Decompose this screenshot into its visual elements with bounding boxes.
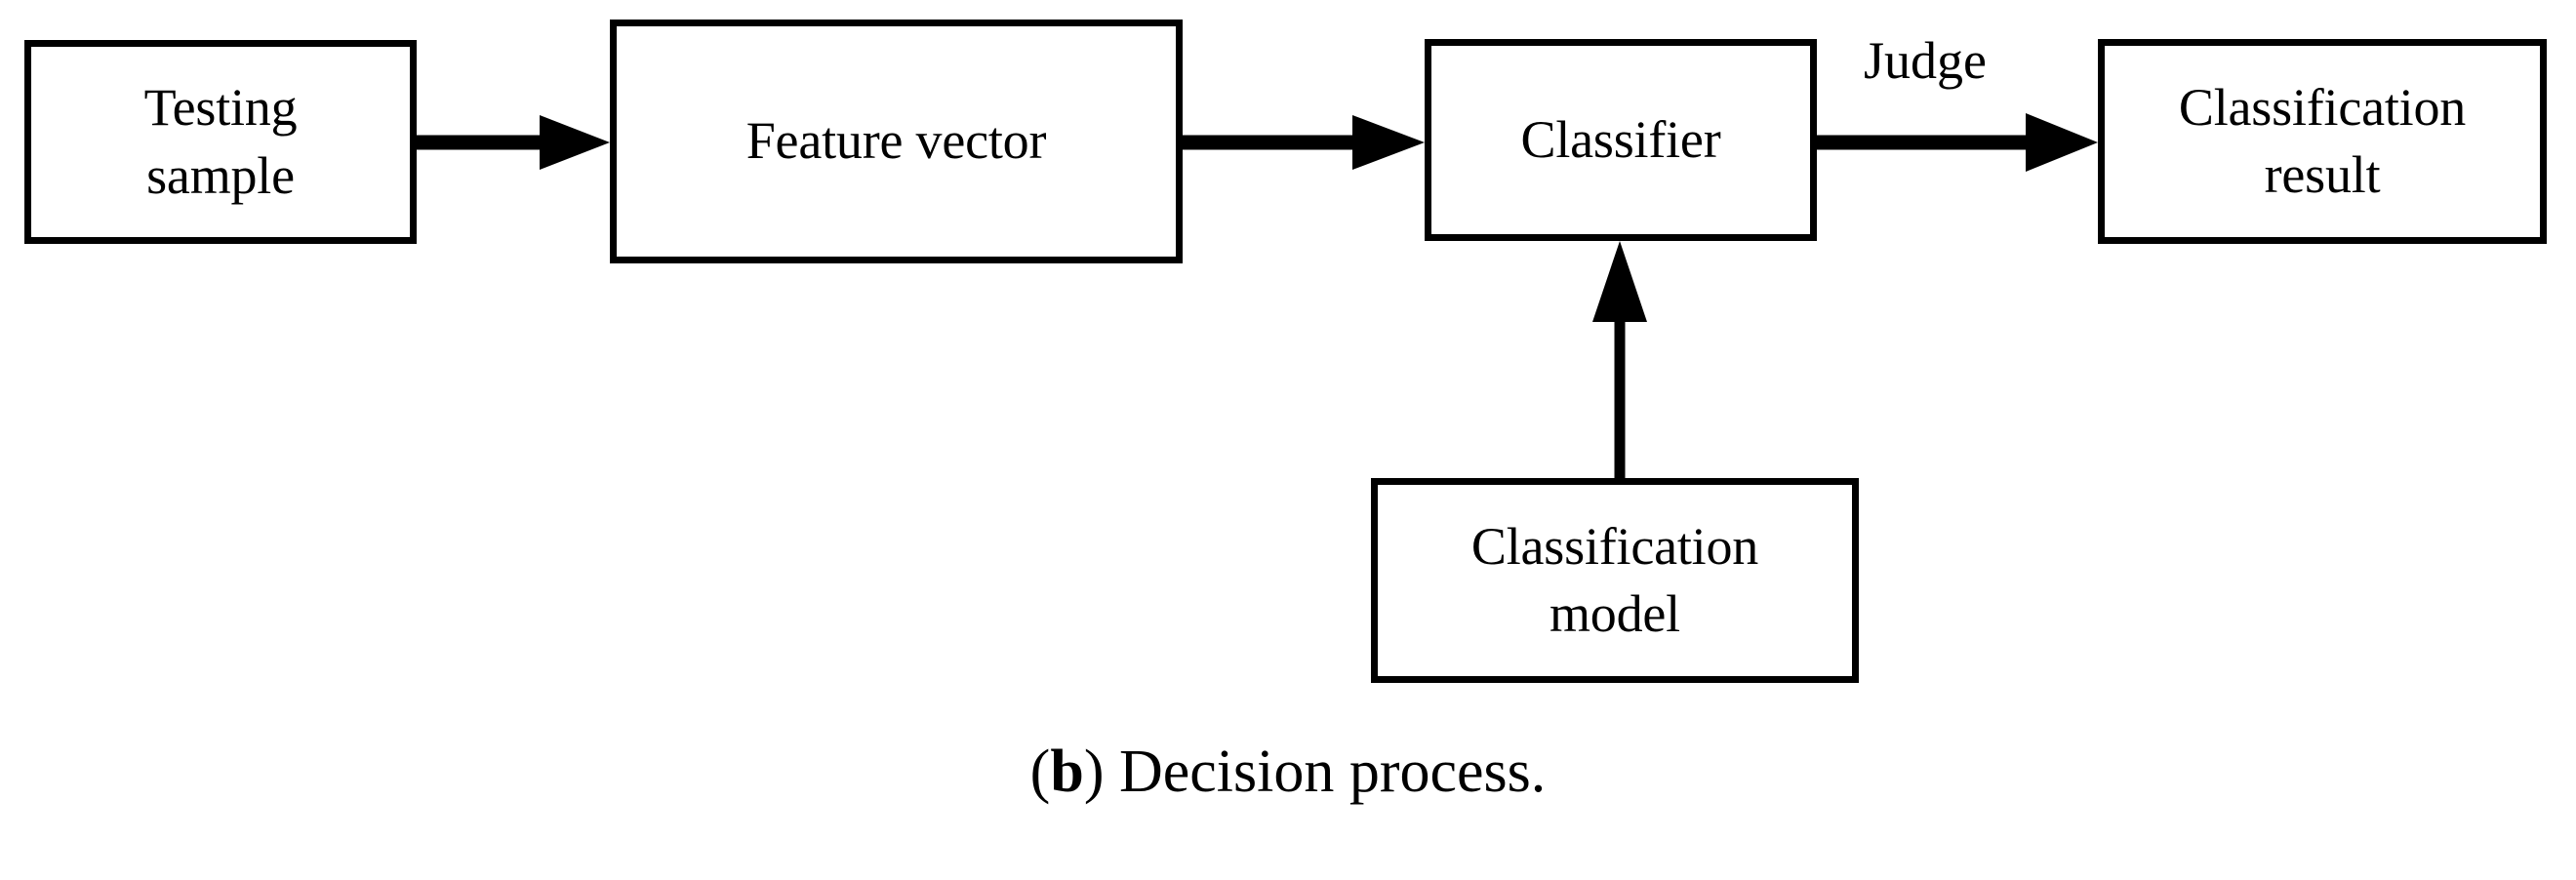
caption-open-paren: (	[1029, 739, 1051, 805]
edge-classifier-to-classification-result	[1817, 113, 2098, 172]
caption-text: Decision process.	[1104, 739, 1547, 805]
edge-label-judge: Judge	[1864, 31, 1987, 90]
node-testing-sample[interactable]: Testing sample	[24, 40, 417, 244]
edge-testing-sample-to-feature-vector	[417, 115, 610, 170]
figure-caption: (b) Decision process.	[0, 741, 2576, 802]
caption-close-paren: )	[1083, 739, 1105, 805]
node-classifier[interactable]: Classifier	[1425, 39, 1817, 241]
edge-feature-vector-to-classifier	[1183, 115, 1425, 170]
edge-classification-model-to-classifier	[1592, 241, 1647, 478]
caption-index: b	[1050, 739, 1084, 805]
node-classification-result[interactable]: Classification result	[2098, 39, 2547, 244]
node-feature-vector[interactable]: Feature vector	[610, 20, 1183, 263]
node-classification-model[interactable]: Classification model	[1371, 478, 1859, 683]
